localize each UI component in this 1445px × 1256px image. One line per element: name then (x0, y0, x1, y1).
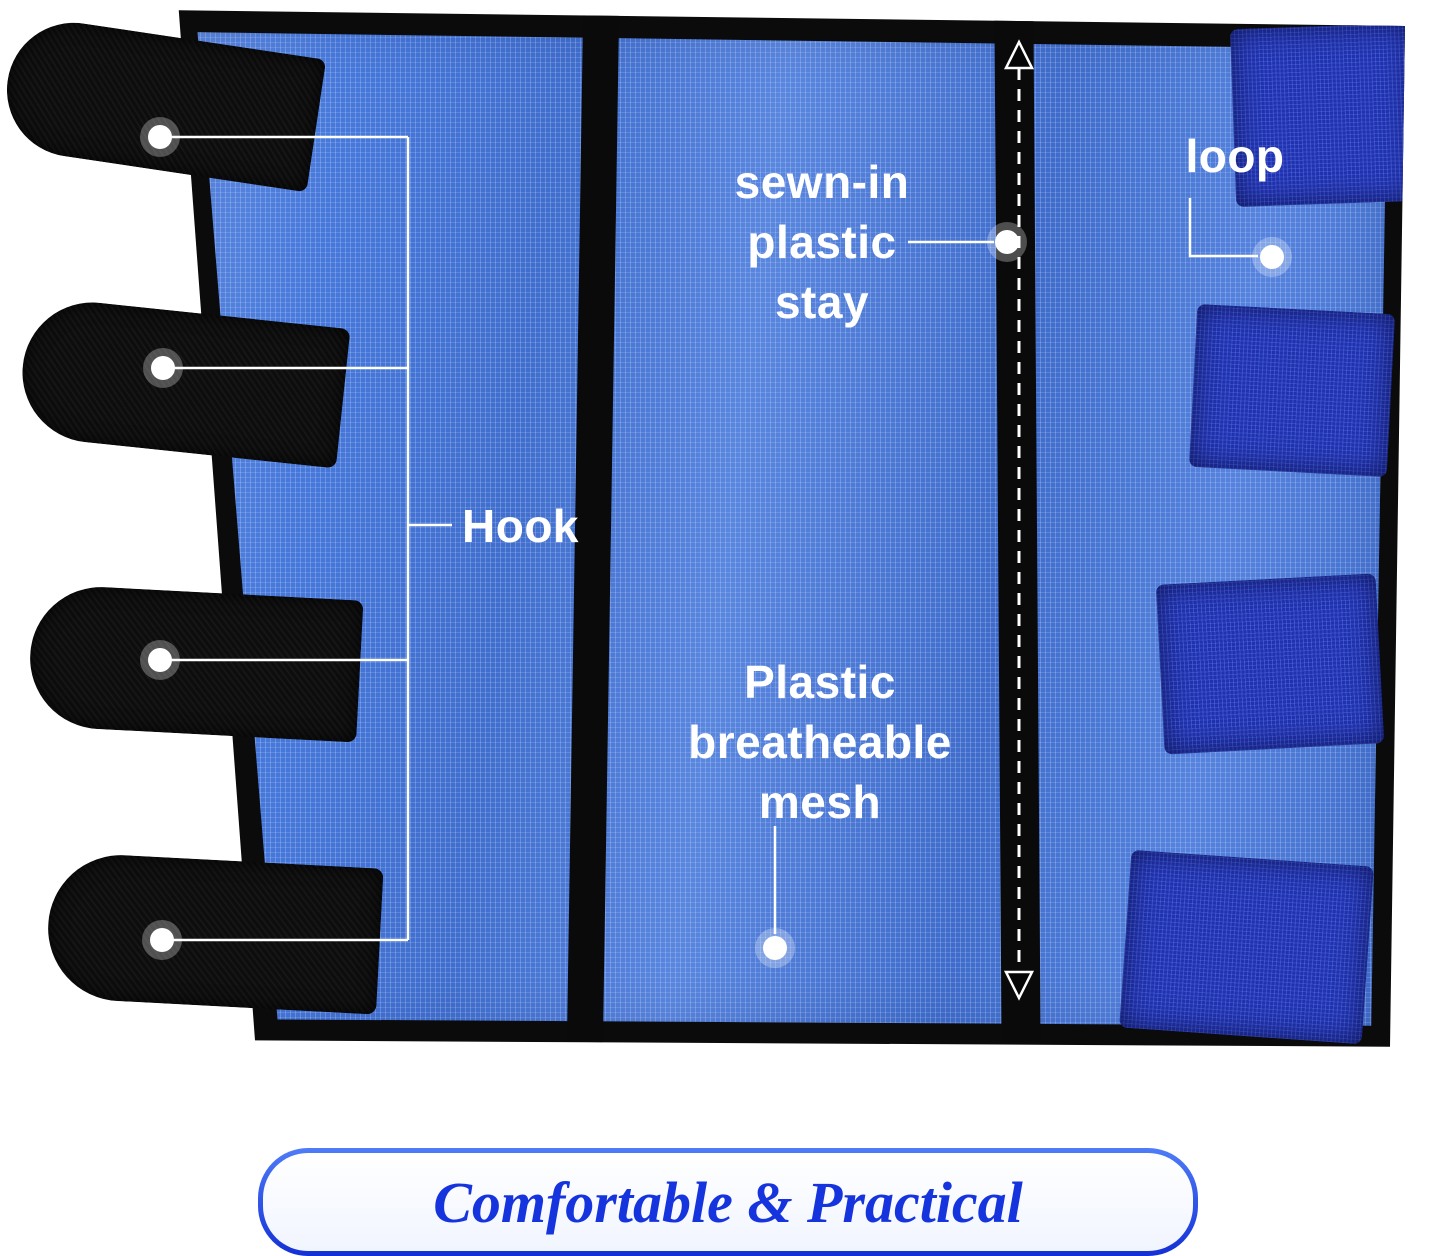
sewn-in-plastic-stay-label: sewn-in plastic stay (692, 152, 952, 332)
plastic-stay-arrow (1003, 39, 1035, 1001)
callout-dots (140, 117, 1292, 968)
product-body (178, 10, 1405, 1047)
label-line: sewn-in (734, 156, 910, 208)
label-line: Plastic (744, 656, 896, 708)
label-line: breatheable (688, 716, 952, 768)
loop-label: loop (1185, 130, 1285, 182)
loop-callout-line (1188, 198, 1258, 258)
banner-text: Comfortable & Practical (433, 1169, 1023, 1235)
label-line: mesh (758, 776, 882, 828)
label-line: plastic (747, 216, 897, 268)
label-line: stay (774, 276, 870, 328)
banner: Comfortable & Practical (258, 1148, 1198, 1256)
hook-label: Hook (462, 500, 579, 552)
hook-callout-lines (160, 135, 452, 942)
plastic-breatheable-mesh-label: Plastic breatheable mesh (655, 652, 985, 832)
